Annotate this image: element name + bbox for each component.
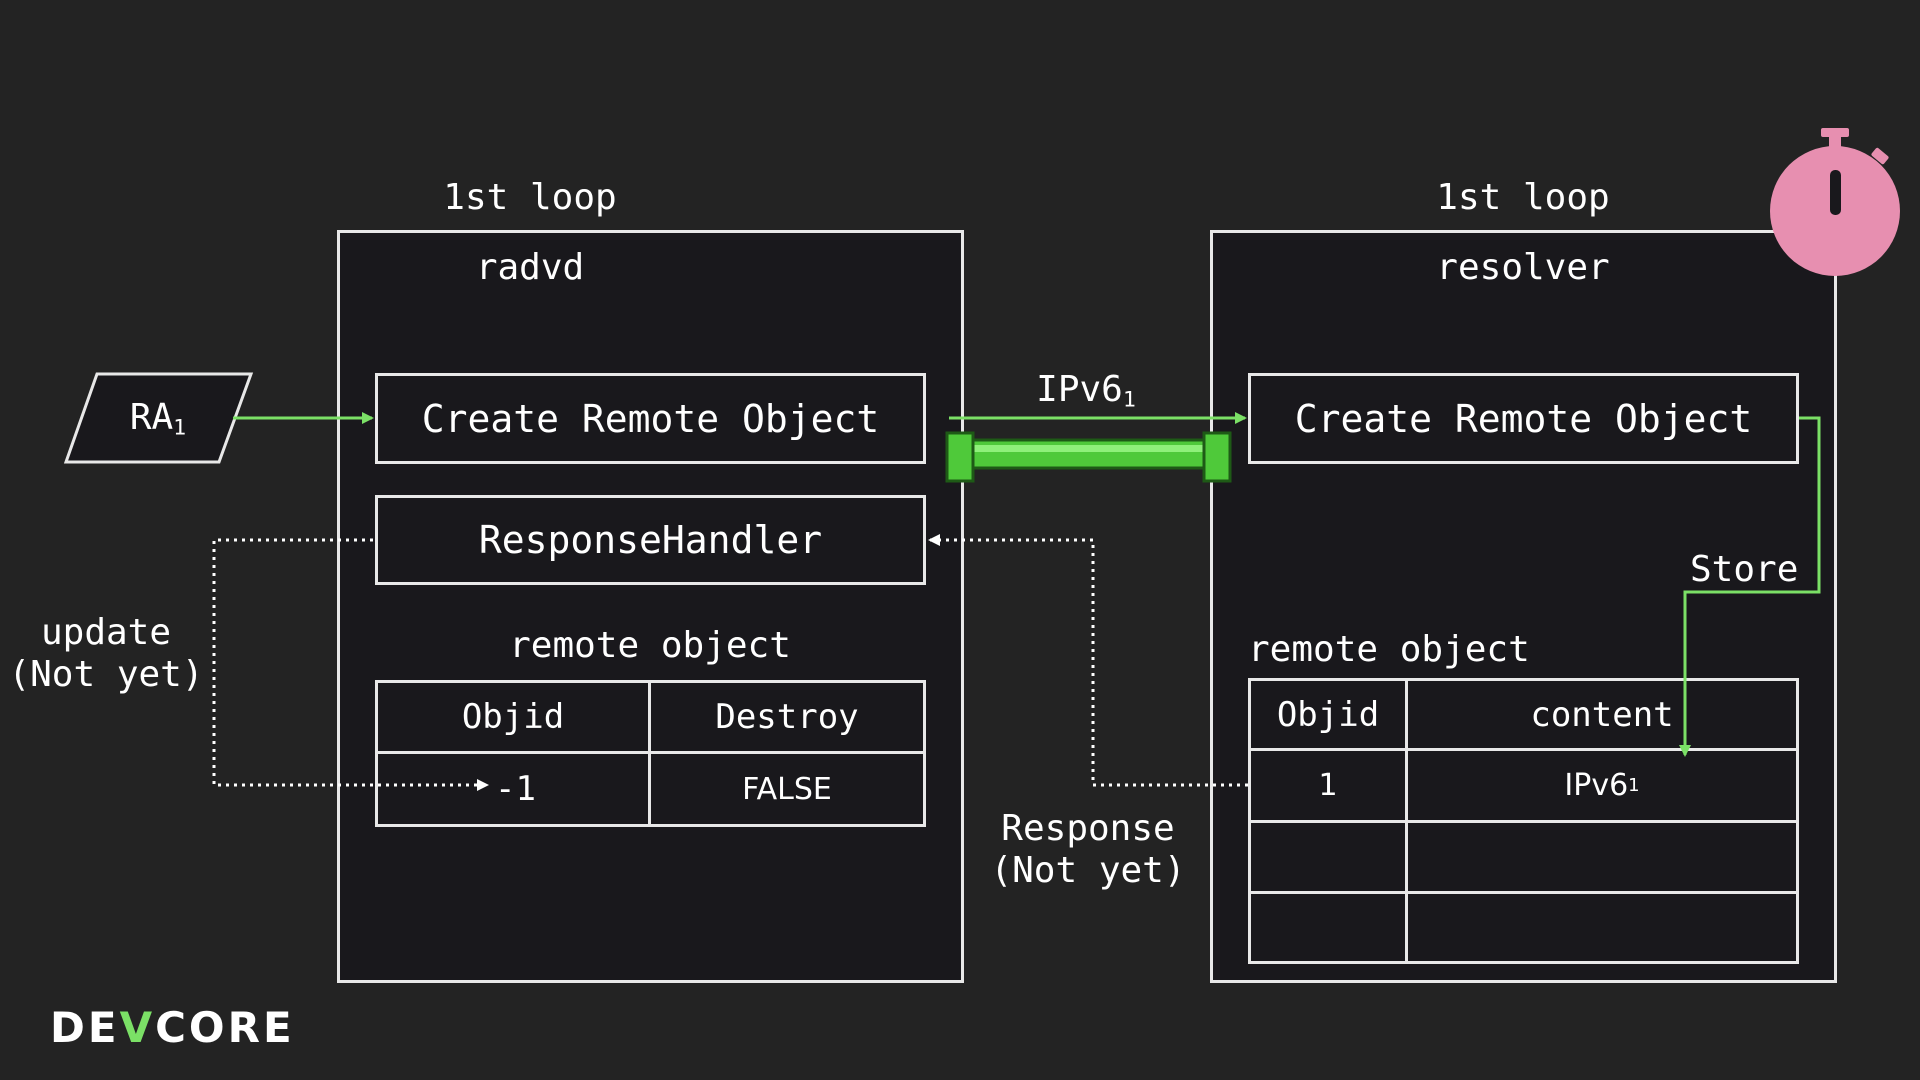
left-table-cell-objid: -1 bbox=[495, 769, 536, 809]
right-table-hdivider-3 bbox=[1248, 891, 1799, 894]
right-loop-label: 1st loop bbox=[1436, 177, 1610, 218]
left-table-header-destroy: Destroy bbox=[715, 697, 859, 737]
left-table-caption: remote object bbox=[509, 625, 791, 666]
resolver-panel bbox=[1210, 230, 1837, 983]
ra-input-shape bbox=[63, 372, 254, 464]
devcore-logo: DEVCORE bbox=[50, 1003, 295, 1052]
right-table-hdivider-2 bbox=[1248, 820, 1799, 823]
radvd-title: radvd bbox=[475, 247, 585, 288]
left-table-cell-destroy: FALSE bbox=[742, 771, 832, 807]
pipe-icon bbox=[945, 431, 1232, 483]
right-table-header-content: content bbox=[1530, 694, 1674, 735]
radvd-panel bbox=[337, 230, 964, 983]
right-table-hdivider-1 bbox=[1248, 748, 1799, 751]
response-dotted-arrow bbox=[928, 534, 1248, 787]
right-create-remote-object-button[interactable]: Create Remote Object bbox=[1248, 373, 1799, 464]
response-handler-button[interactable]: ResponseHandler bbox=[375, 495, 926, 585]
right-table-cell-objid: 1 bbox=[1318, 768, 1338, 803]
ipv6-label: IPv61 bbox=[1036, 369, 1136, 413]
response-label: Response (Not yet) bbox=[990, 808, 1186, 892]
left-table-hdivider bbox=[375, 751, 926, 754]
left-create-remote-object-button[interactable]: Create Remote Object bbox=[375, 373, 926, 464]
stopwatch-icon bbox=[1770, 128, 1900, 276]
right-table-header-objid: Objid bbox=[1276, 694, 1380, 735]
right-table-caption: remote object bbox=[1248, 629, 1530, 670]
store-arrow bbox=[1679, 416, 1821, 757]
resolver-title: resolver bbox=[1436, 247, 1610, 288]
left-loop-label: 1st loop bbox=[443, 177, 617, 218]
store-label: Store bbox=[1690, 549, 1799, 590]
update-dotted-arrow bbox=[212, 538, 489, 791]
ra-label: RA1 bbox=[129, 397, 187, 441]
update-label: update (Not yet) bbox=[8, 612, 204, 696]
left-table-header-objid: Objid bbox=[461, 697, 565, 737]
